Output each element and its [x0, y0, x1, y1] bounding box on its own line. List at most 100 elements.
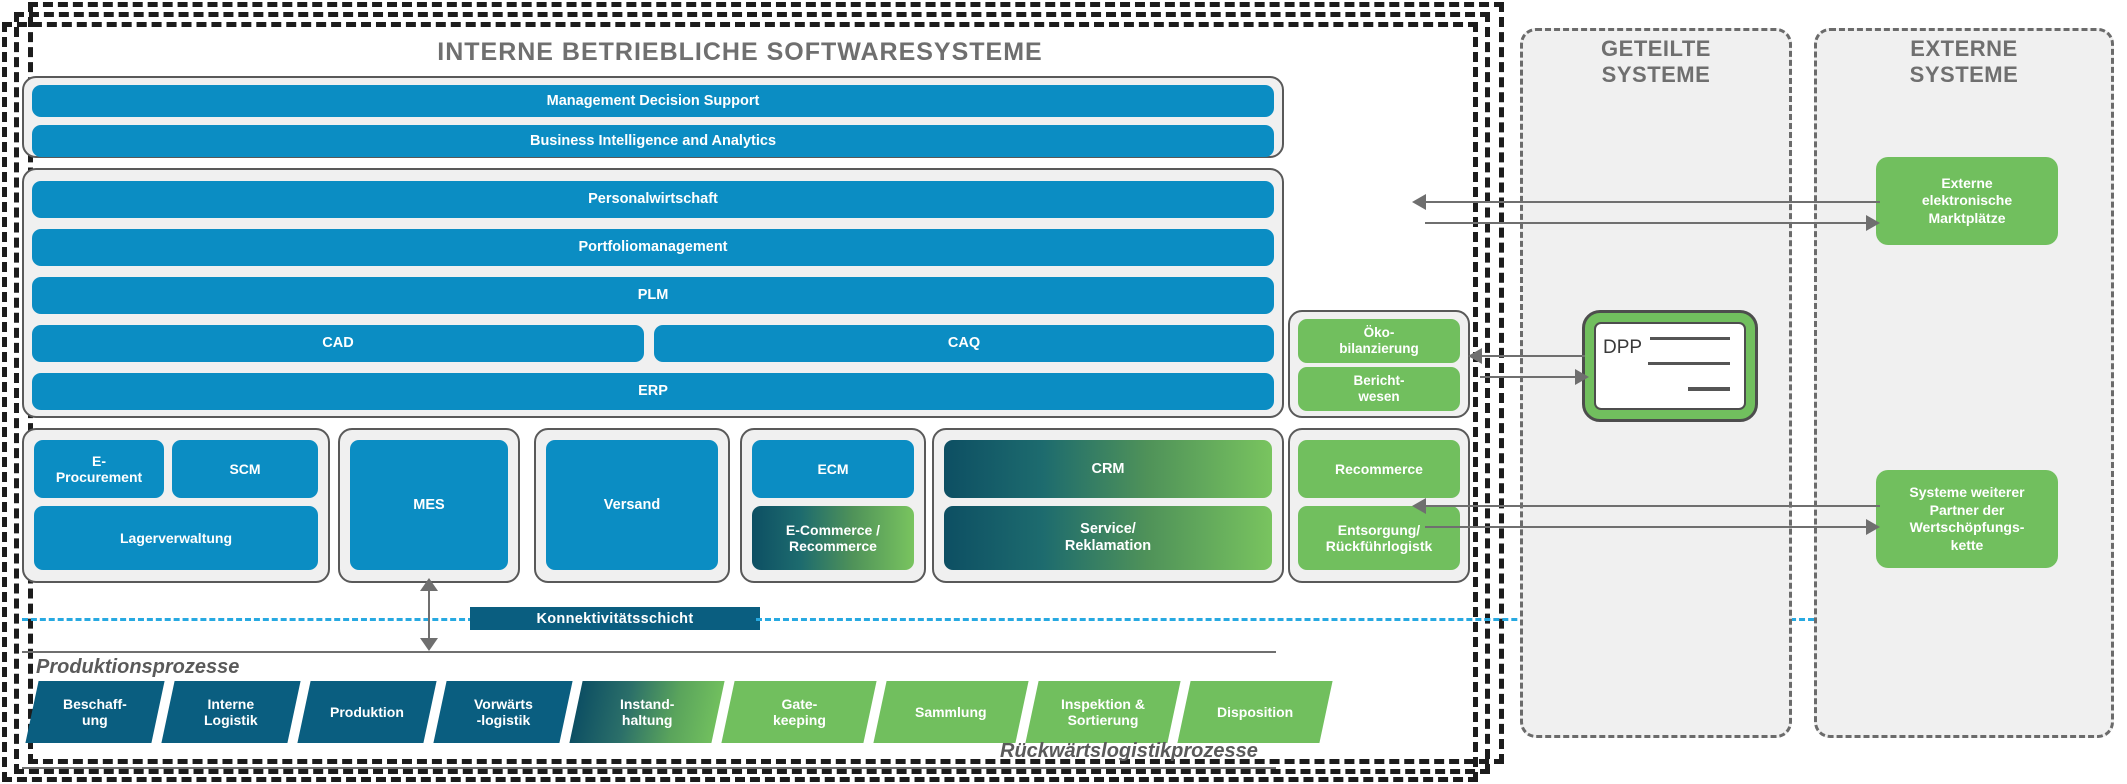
arrow-head-partner-in-icon — [1412, 498, 1426, 514]
arrow-head-marketplace-out-icon — [1866, 215, 1880, 231]
arrow-line-dpp-in — [1480, 355, 1585, 357]
dpp-line-3 — [1688, 387, 1730, 391]
tile-ecommerce-recommerce[interactable]: E-Commerce / Recommerce — [752, 506, 914, 570]
tile-label: Personalwirtschaft — [588, 191, 718, 208]
dpp-card-inner — [1594, 322, 1746, 410]
arrow-head-dpp-in-icon — [1468, 348, 1482, 364]
process-label: Inspektion & Sortierung — [1060, 695, 1145, 728]
connectivity-dashed-line-left — [22, 618, 474, 621]
arrow-head-partner-out-icon — [1866, 519, 1880, 535]
external-box-label: Externe elektronische Marktplätze — [1921, 174, 2013, 226]
arrow-head-dpp-out-icon — [1575, 369, 1589, 385]
process-label: Produktion — [330, 703, 404, 720]
tile-label: Lagerverwaltung — [119, 529, 233, 546]
tile-recommerce[interactable]: Recommerce — [1298, 440, 1460, 498]
external-systems-title-line2: SYSTEME — [1909, 62, 2019, 88]
mes-arrow-down-icon — [420, 638, 438, 651]
internal-systems-title: INTERNE BETRIEBLICHE SOFTWARESYSTEME — [437, 38, 1043, 66]
tile-entsorgung-rueckfuehrlogistik[interactable]: Entsorgung/ Rückführlogistk — [1298, 506, 1460, 570]
process-label: Interne Logistik — [204, 695, 258, 728]
process-sammlung[interactable]: Sammlung — [873, 681, 1029, 743]
tile-label: MES — [413, 496, 445, 513]
process-produktion[interactable]: Produktion — [297, 681, 437, 743]
external-systems-title-line1: EXTERNE — [1910, 36, 2018, 61]
tile-label: Management Decision Support — [546, 92, 760, 109]
tile-label: Entsorgung/ Rückführlogistk — [1325, 521, 1433, 554]
mes-connectivity-line — [428, 587, 430, 639]
process-instandhaltung[interactable]: Instand- haltung — [569, 681, 725, 743]
tile-label: E-Commerce / Recommerce — [785, 521, 881, 554]
tile-lagerverwaltung[interactable]: Lagerverwaltung — [34, 506, 318, 570]
process-interne-logistik[interactable]: Interne Logistik — [161, 681, 301, 743]
process-beschaffung[interactable]: Beschaff- ung — [25, 681, 165, 743]
tile-label: CAQ — [947, 335, 981, 352]
process-label: Gate- keeping — [772, 695, 826, 728]
tile-label: E- Procurement — [55, 452, 143, 485]
reverse-process-label: Rückwärtslogistikprozesse — [1000, 740, 1258, 762]
dpp-line-2 — [1648, 362, 1730, 365]
dpp-label: DPP — [1603, 337, 1643, 358]
tile-business-intelligence[interactable]: Business Intelligence and Analytics — [32, 125, 1274, 157]
external-systems-title: EXTERNE SYSTEME — [1814, 36, 2114, 89]
tile-erp[interactable]: ERP — [32, 373, 1274, 410]
tile-oekobilanzierung[interactable]: Öko- bilanzierung — [1298, 319, 1460, 363]
outer-frame-2 — [14, 12, 1490, 774]
mes-arrow-up-icon — [420, 578, 438, 591]
process-gatekeeping[interactable]: Gate- keeping — [721, 681, 877, 743]
tile-label: Bericht- wesen — [1353, 373, 1405, 404]
tile-label: PLM — [637, 287, 669, 304]
tile-label: Business Intelligence and Analytics — [529, 132, 777, 149]
external-box-marktplaetze[interactable]: Externe elektronische Marktplätze — [1876, 157, 2058, 245]
outer-frame-1 — [2, 22, 1478, 782]
process-rule-bottom — [22, 767, 1276, 769]
shared-systems-title: GETEILTE SYSTEME — [1520, 36, 1792, 89]
tile-label: Recommerce — [1335, 460, 1423, 477]
tile-label: CAD — [322, 335, 354, 352]
tile-personalwirtschaft[interactable]: Personalwirtschaft — [32, 181, 1274, 218]
tile-berichtwesen[interactable]: Bericht- wesen — [1298, 367, 1460, 411]
process-label: Vorwärts -logistik — [473, 695, 533, 728]
tile-label: SCM — [229, 460, 261, 477]
external-systems-column — [1814, 28, 2114, 738]
tile-e-procurement[interactable]: E- Procurement — [34, 440, 164, 498]
tile-label: Öko- bilanzierung — [1339, 325, 1419, 356]
external-box-partner[interactable]: Systeme weiterer Partner der Wertschöpfu… — [1876, 470, 2058, 568]
dpp-line-1 — [1650, 337, 1730, 340]
tile-mes[interactable]: MES — [350, 440, 508, 570]
tile-portfoliomanagement[interactable]: Portfoliomanagement — [32, 229, 1274, 266]
tile-versand[interactable]: Versand — [546, 440, 718, 570]
process-label: Disposition — [1216, 703, 1294, 720]
arrow-line-marketplace-in — [1425, 201, 1880, 203]
tile-service-reklamation[interactable]: Service/ Reklamation — [944, 506, 1272, 570]
arrow-line-partner-in — [1425, 505, 1880, 507]
connectivity-label: Konnektivitätsschicht — [536, 610, 694, 627]
tile-label: ERP — [638, 383, 668, 400]
tile-plm[interactable]: PLM — [32, 277, 1274, 314]
process-disposition[interactable]: Disposition — [1177, 681, 1333, 743]
tile-label: CRM — [1091, 460, 1125, 477]
tile-cad[interactable]: CAD — [32, 325, 644, 362]
shared-systems-title-line2: SYSTEME — [1601, 62, 1711, 88]
process-rule-top — [22, 651, 1276, 653]
tile-management-decision-support[interactable]: Management Decision Support — [32, 85, 1274, 117]
connectivity-layer-bar: Konnektivitätsschicht — [470, 607, 760, 630]
tile-scm[interactable]: SCM — [172, 440, 318, 498]
process-inspektion-sortierung[interactable]: Inspektion & Sortierung — [1025, 681, 1181, 743]
tile-crm[interactable]: CRM — [944, 440, 1272, 498]
tile-label: Portfoliomanagement — [578, 239, 728, 256]
process-label: Sammlung — [915, 703, 987, 720]
process-vorwaerts-logistik[interactable]: Vorwärts -logistik — [433, 681, 573, 743]
tile-label: Service/ Reklamation — [1064, 521, 1152, 554]
arrow-line-dpp-out — [1480, 376, 1577, 378]
arrow-line-partner-out — [1425, 526, 1868, 528]
tile-label: ECM — [817, 460, 849, 477]
external-box-label: Systeme weiterer Partner der Wertschöpfu… — [1909, 484, 2025, 553]
forward-process-label: Produktionsprozesse — [36, 656, 240, 678]
tile-ecm[interactable]: ECM — [752, 440, 914, 498]
tile-label: Versand — [603, 496, 661, 513]
shared-systems-title-line1: GETEILTE — [1601, 36, 1711, 61]
tile-caq[interactable]: CAQ — [654, 325, 1274, 362]
process-label: Instand- haltung — [619, 695, 675, 728]
connectivity-dashed-line-right — [756, 618, 1850, 621]
